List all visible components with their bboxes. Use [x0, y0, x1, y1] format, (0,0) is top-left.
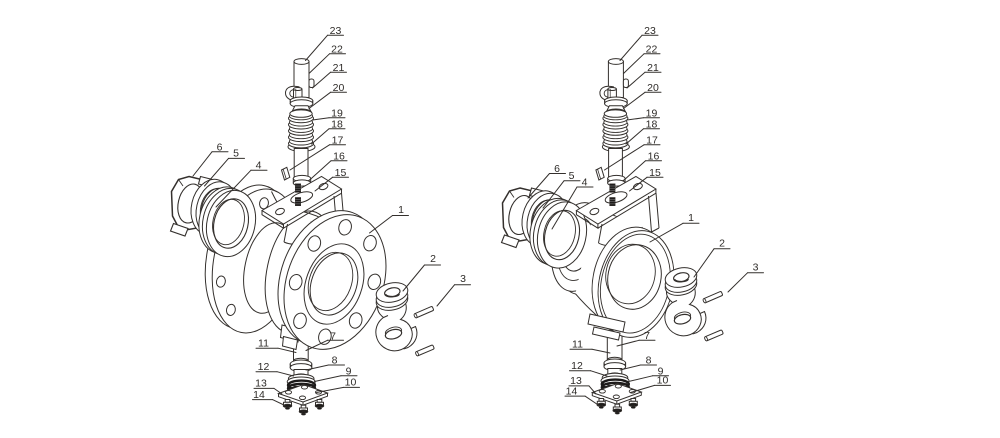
svg-text:10: 10 [345, 377, 357, 389]
svg-text:7: 7 [644, 330, 650, 342]
svg-text:3: 3 [460, 273, 466, 285]
svg-text:6: 6 [554, 163, 560, 175]
svg-text:21: 21 [647, 62, 659, 74]
svg-text:15: 15 [649, 167, 661, 179]
svg-text:13: 13 [255, 378, 267, 390]
svg-text:17: 17 [332, 135, 344, 147]
svg-text:19: 19 [331, 108, 343, 120]
svg-text:9: 9 [658, 366, 664, 378]
svg-text:11: 11 [572, 339, 583, 351]
svg-text:7: 7 [330, 331, 336, 343]
svg-text:8: 8 [332, 355, 338, 367]
svg-text:16: 16 [333, 151, 345, 163]
svg-text:4: 4 [582, 177, 588, 189]
svg-text:21: 21 [333, 62, 345, 74]
svg-text:22: 22 [646, 44, 658, 56]
svg-text:9: 9 [346, 366, 352, 378]
svg-text:22: 22 [331, 44, 343, 56]
svg-text:11: 11 [258, 338, 269, 350]
svg-text:12: 12 [258, 361, 270, 373]
svg-text:16: 16 [648, 151, 660, 163]
svg-text:1: 1 [688, 212, 694, 224]
svg-text:5: 5 [233, 148, 239, 160]
svg-text:8: 8 [646, 355, 652, 367]
svg-text:14: 14 [566, 386, 578, 398]
svg-text:5: 5 [569, 170, 575, 182]
svg-text:18: 18 [646, 119, 658, 131]
svg-text:14: 14 [253, 389, 265, 401]
svg-text:6: 6 [217, 142, 223, 154]
svg-text:23: 23 [644, 25, 656, 37]
svg-text:19: 19 [646, 108, 658, 120]
svg-text:2: 2 [430, 253, 436, 265]
svg-text:18: 18 [331, 119, 343, 131]
svg-text:12: 12 [571, 360, 583, 372]
svg-text:3: 3 [753, 262, 759, 274]
svg-text:10: 10 [657, 375, 669, 387]
svg-text:13: 13 [570, 375, 582, 387]
svg-text:4: 4 [256, 160, 262, 172]
svg-text:15: 15 [335, 167, 347, 179]
svg-text:23: 23 [330, 25, 342, 37]
svg-text:2: 2 [719, 238, 725, 250]
svg-text:20: 20 [333, 82, 345, 94]
svg-text:1: 1 [398, 204, 404, 216]
svg-text:17: 17 [646, 135, 658, 147]
svg-text:20: 20 [647, 82, 659, 94]
